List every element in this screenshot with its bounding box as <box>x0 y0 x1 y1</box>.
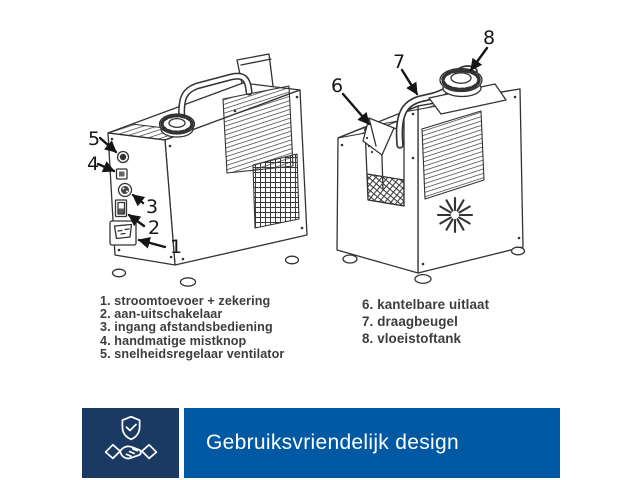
feature-banner: Gebruiksvriendelijk design <box>82 408 560 478</box>
screws <box>340 95 521 266</box>
fog-machine-rear-left-view: 6 7 8 <box>331 27 526 285</box>
callout-arrows <box>96 136 167 249</box>
tiltable-outlet <box>362 117 395 156</box>
callout-number-2: 2 <box>148 217 160 239</box>
banner-divider <box>179 408 184 478</box>
carry-handle <box>178 72 253 124</box>
legend-item: 7. draagbeugel <box>362 314 458 329</box>
callout-arrows <box>341 46 489 126</box>
feet <box>342 246 526 285</box>
callout-number-4: 4 <box>87 153 99 175</box>
handshake-icon <box>104 443 157 460</box>
legend-item: 6. kantelbare uitlaat <box>362 297 490 312</box>
callout-number-3: 3 <box>146 196 158 218</box>
fan-speed-knob <box>116 150 130 164</box>
legend-item: 3. ingang afstandsbediening <box>100 320 273 335</box>
legend-item: 8. vloeistoftank <box>362 331 462 346</box>
manual-fog-button <box>115 168 128 180</box>
shield-check-icon <box>121 415 140 441</box>
banner-label: Gebruiksvriendelijk design <box>206 431 459 454</box>
fan-grille <box>252 153 300 229</box>
power-inlet-fuse <box>109 220 137 246</box>
callout-number-7: 7 <box>393 51 405 73</box>
legend-item: 1. stroomtoevoer + zekering <box>100 294 271 308</box>
handshake-shield-icon <box>104 415 157 460</box>
fluid-tank-cap <box>428 67 507 115</box>
feet <box>111 255 300 287</box>
legend-item: 2. aan-uitschakelaar <box>100 307 223 322</box>
power-switch <box>114 199 128 218</box>
screws <box>110 95 304 261</box>
legend-right-list: 6. kantelbare uitlaat 7. draagbeugel 8. … <box>362 296 489 347</box>
callout-number-5: 5 <box>88 128 100 150</box>
fog-machine-front-left-view: 5 4 3 2 1 <box>87 53 308 287</box>
side-vent-grille <box>421 110 485 200</box>
callout-number-1: 1 <box>170 236 182 258</box>
legend-item: 5. snelheidsregelaar ventilator <box>100 346 285 361</box>
legend-left-list: 1. stroomtoevoer + zekering 2. aan-uitsc… <box>100 294 285 361</box>
legend-item: 4. handmatige mistknop <box>100 333 247 348</box>
callout-number-6: 6 <box>331 75 343 97</box>
fan-starburst <box>436 196 474 234</box>
banner-text-box: Gebruiksvriendelijk design <box>184 408 560 478</box>
banner-icon-box <box>82 408 179 478</box>
remote-input-connector <box>117 182 133 198</box>
tank-cap <box>158 113 196 138</box>
callout-number-8: 8 <box>483 27 495 49</box>
